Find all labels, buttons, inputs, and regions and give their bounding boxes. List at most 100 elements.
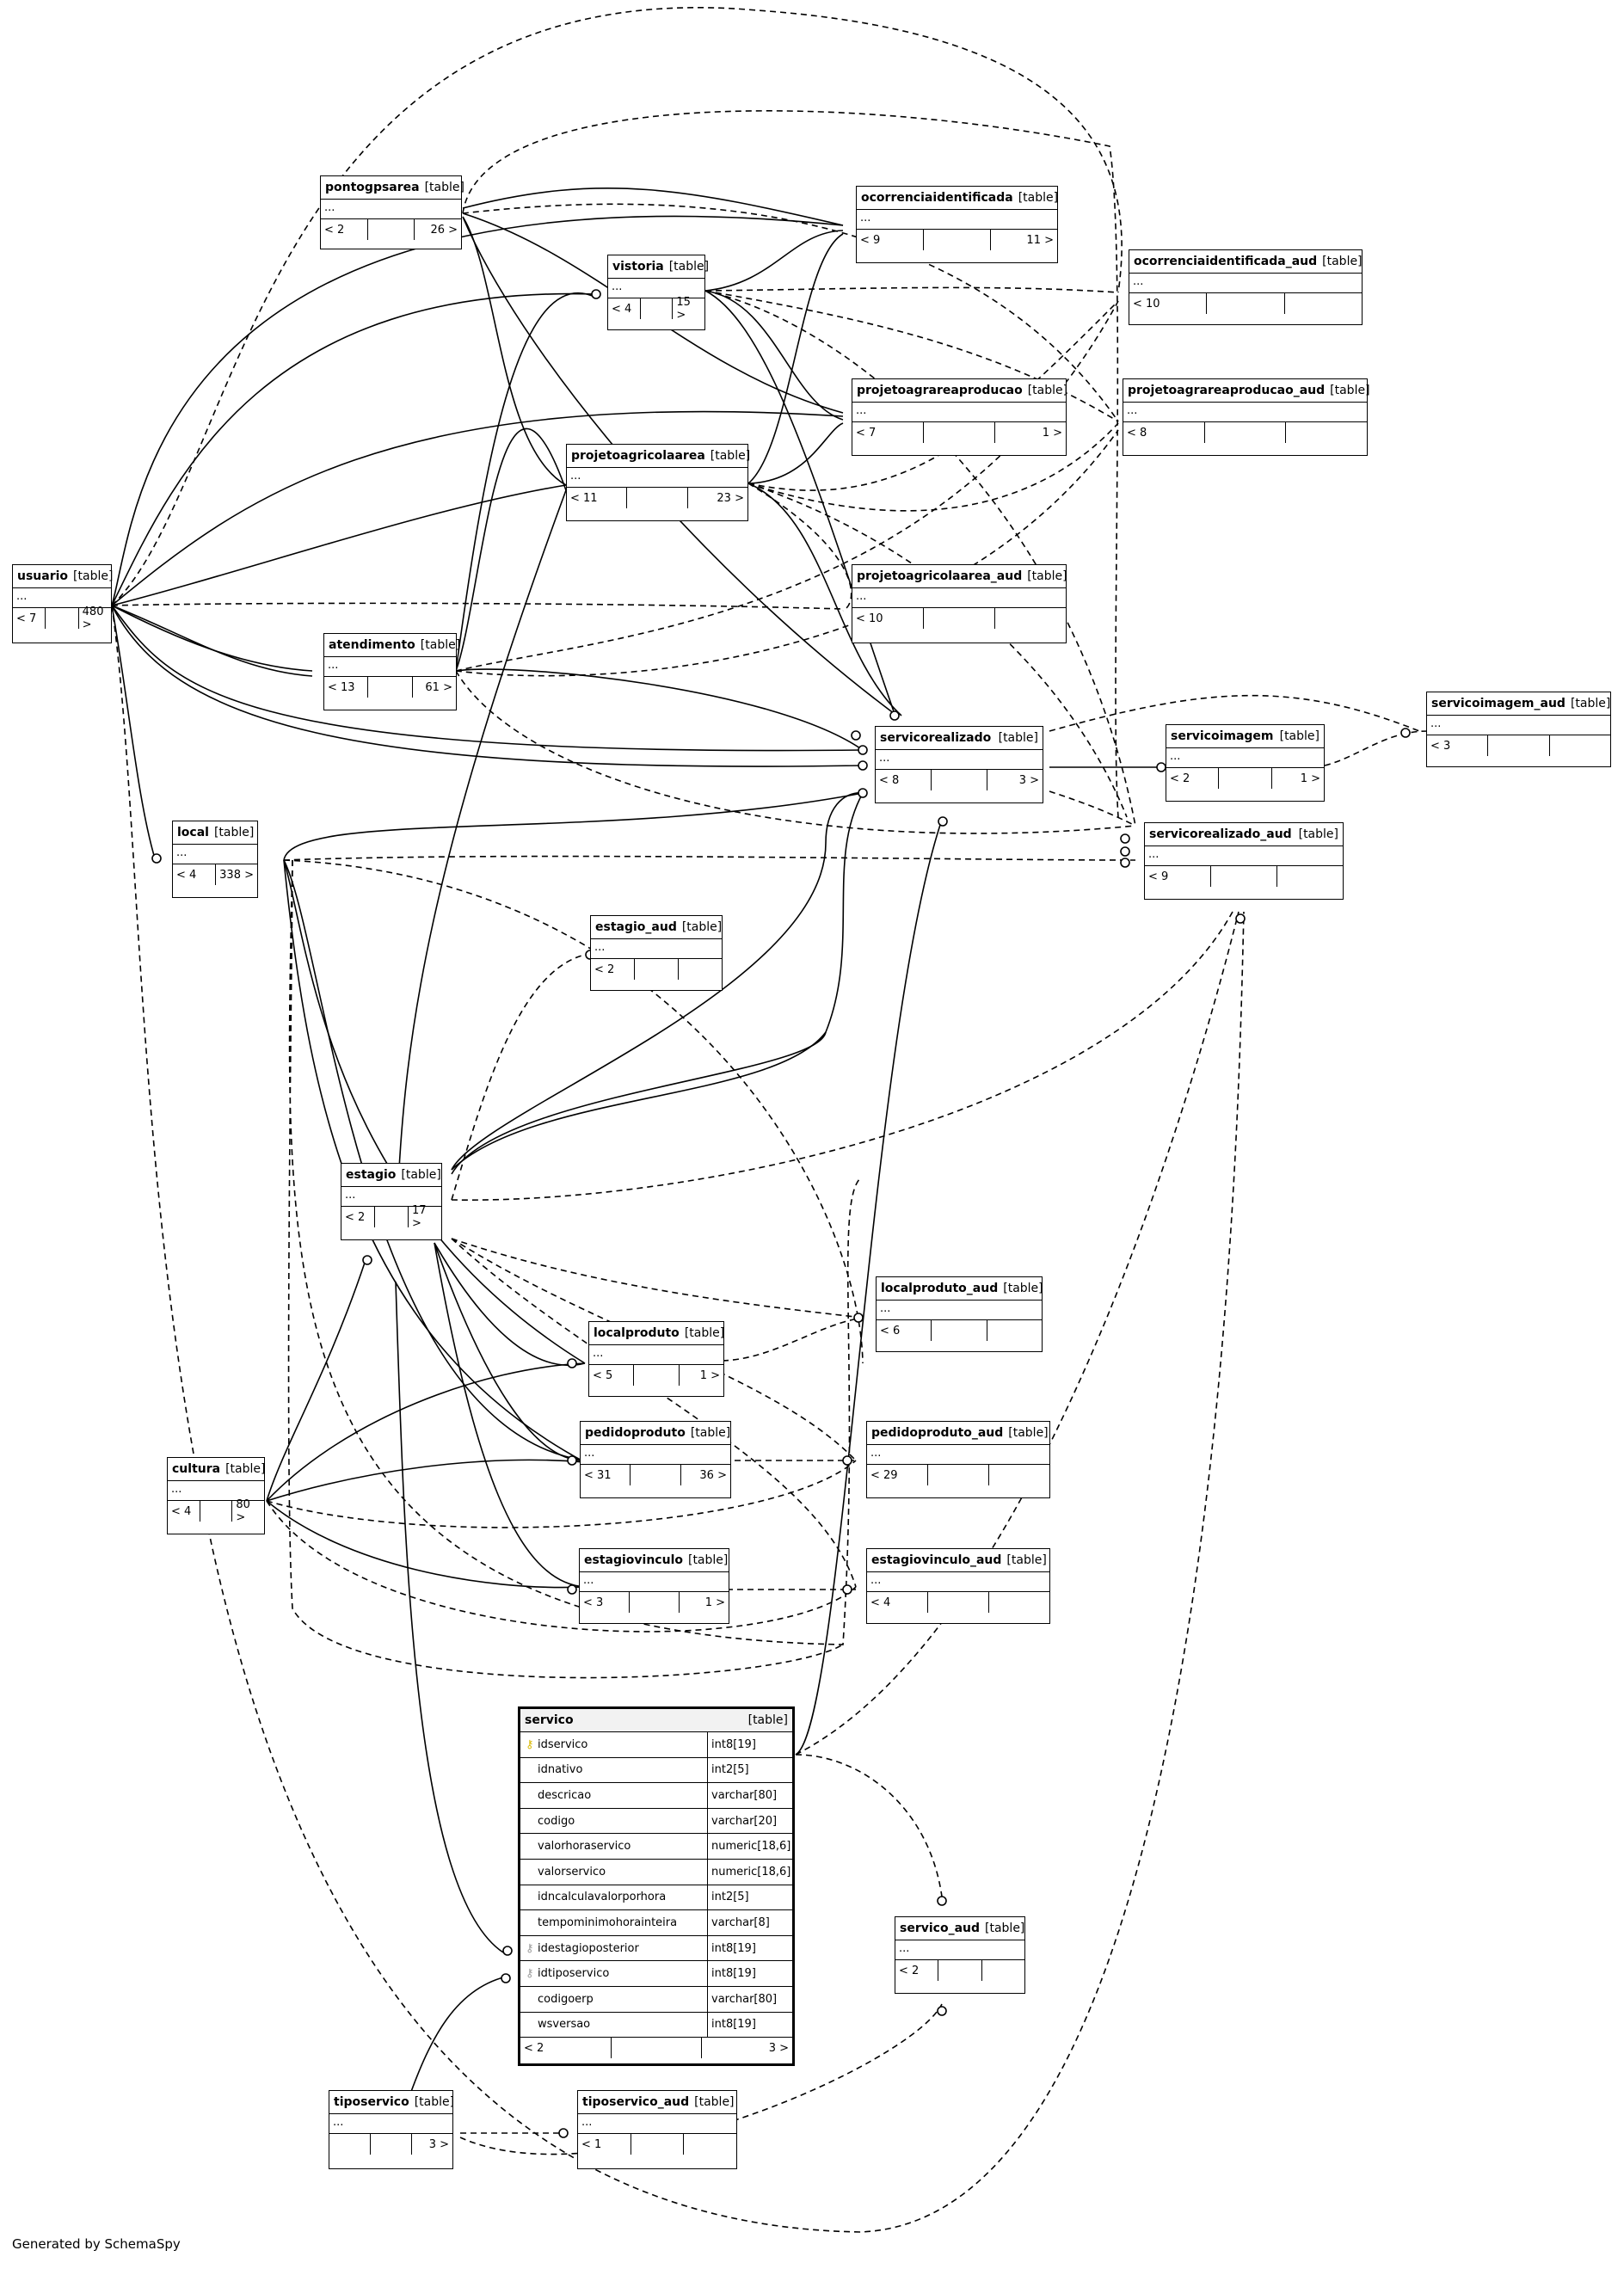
table-localproduto-aud[interactable]: localproduto_aud[table] ... < 6 <box>876 1276 1043 1352</box>
parents-count[interactable]: < 2 <box>324 223 345 237</box>
parents-count[interactable]: < 10 <box>856 612 883 625</box>
relationship-end-marker <box>1120 846 1130 857</box>
table-name: servico <box>525 1713 574 1727</box>
children-count[interactable]: 23 > <box>686 488 747 508</box>
footer-spacer <box>199 1501 232 1522</box>
table-servicoimagem-aud[interactable]: servicoimagem_aud[table] ... < 3 <box>1426 692 1611 767</box>
table-estagio-aud[interactable]: estagio_aud[table] ... < 2 <box>590 915 723 991</box>
parents-count[interactable]: < 2 <box>594 962 615 976</box>
parents-count[interactable]: < 11 <box>570 491 598 505</box>
parents-count[interactable]: < 3 <box>1430 739 1451 753</box>
children-count[interactable]: 3 > <box>701 2038 792 2059</box>
parents-count[interactable]: < 4 <box>870 1596 891 1609</box>
table-projetoagrareaproducao-aud[interactable]: projetoagrareaproducao_aud[table] ... < … <box>1123 378 1370 456</box>
column-type: numeric[18,6] <box>711 1840 791 1854</box>
children-count[interactable]: 3 > <box>987 770 1043 790</box>
parents-count[interactable]: < 4 <box>612 302 632 316</box>
children-count[interactable]: 1 > <box>1270 768 1324 789</box>
table-estagiovinculo-aud[interactable]: estagiovinculo_aud[table] ... < 4 <box>866 1548 1050 1624</box>
parents-count[interactable]: < 4 <box>176 868 197 882</box>
parents-count[interactable]: < 2 <box>345 1210 366 1224</box>
parents-count[interactable]: < 7 <box>16 612 37 625</box>
children-count[interactable]: 1 > <box>678 1365 723 1386</box>
parents-count[interactable]: < 8 <box>879 773 900 787</box>
children-count[interactable]: 480 > <box>77 606 111 631</box>
collapsed-columns: ... <box>341 1187 441 1207</box>
parents-count[interactable]: < 4 <box>171 1504 192 1518</box>
table-ocorrenciaidentificada-aud[interactable]: ocorrenciaidentificada_aud[table] ... < … <box>1129 249 1363 325</box>
table-servicorealizado-aud[interactable]: servicorealizado_aud[table] ... < 9 <box>1144 822 1344 900</box>
parents-count[interactable]: < 9 <box>860 233 881 247</box>
column-name-cell: codigo <box>520 1808 708 1834</box>
children-count[interactable]: 17 > <box>408 1204 441 1230</box>
children-count[interactable]: 338 > <box>214 864 258 885</box>
parents-count[interactable]: < 3 <box>583 1596 604 1609</box>
parents-count[interactable]: < 2 <box>524 2041 544 2055</box>
parents-count[interactable]: < 31 <box>584 1468 612 1482</box>
table-projetoagricolaarea-aud[interactable]: projetoagricolaarea_aud[table] ... < 10 <box>852 564 1067 643</box>
table-tiposervico-aud[interactable]: tiposervico_aud[table] ... < 1 <box>577 2090 737 2169</box>
parents-count[interactable]: < 5 <box>593 1368 613 1382</box>
relationship-line <box>451 1031 827 1175</box>
table-tiposervico[interactable]: tiposervico[table] ... 3 > <box>329 2090 454 2169</box>
parents-count[interactable]: < 2 <box>1170 772 1190 785</box>
parents-count[interactable]: < 10 <box>1133 297 1160 311</box>
parents-count[interactable]: < 13 <box>328 680 355 694</box>
children-count[interactable]: 61 > <box>411 677 456 698</box>
implied-relationship-line <box>451 911 1233 1201</box>
children-count[interactable]: 11 > <box>990 230 1057 250</box>
parents-count[interactable]: < 7 <box>856 426 877 440</box>
relationship-line <box>704 230 844 292</box>
implied-relationship-line <box>462 110 1119 818</box>
collapsed-columns: ... <box>567 468 747 488</box>
relationship-line <box>283 859 586 1463</box>
children-count[interactable]: 80 > <box>231 1498 264 1524</box>
children-count[interactable]: 1 > <box>679 1592 729 1613</box>
table-servico-aud[interactable]: servico_aud[table] ... < 2 <box>895 1916 1025 1994</box>
table-pedidoproduto-aud[interactable]: pedidoproduto_aud[table] ... < 29 <box>866 1421 1050 1498</box>
parents-count[interactable]: < 2 <box>899 1964 920 1977</box>
parents-count[interactable]: < 29 <box>870 1468 898 1482</box>
children-count[interactable]: 26 > <box>414 219 461 240</box>
children-count[interactable]: 15 > <box>672 296 704 322</box>
children-count[interactable]: 1 > <box>994 422 1066 443</box>
implied-relationship-line <box>1049 790 1136 827</box>
collapsed-columns: ... <box>867 1572 1049 1592</box>
parents-count[interactable]: < 9 <box>1148 870 1169 883</box>
parents-count[interactable]: < 6 <box>880 1324 901 1337</box>
parents-count[interactable]: < 1 <box>581 2137 602 2151</box>
children-count[interactable]: 36 > <box>680 1465 730 1485</box>
children-count[interactable]: 3 > <box>411 2134 452 2155</box>
children-count <box>994 608 1066 629</box>
collapsed-columns: ... <box>1166 748 1324 768</box>
parents-count[interactable]: < 8 <box>1127 426 1147 440</box>
